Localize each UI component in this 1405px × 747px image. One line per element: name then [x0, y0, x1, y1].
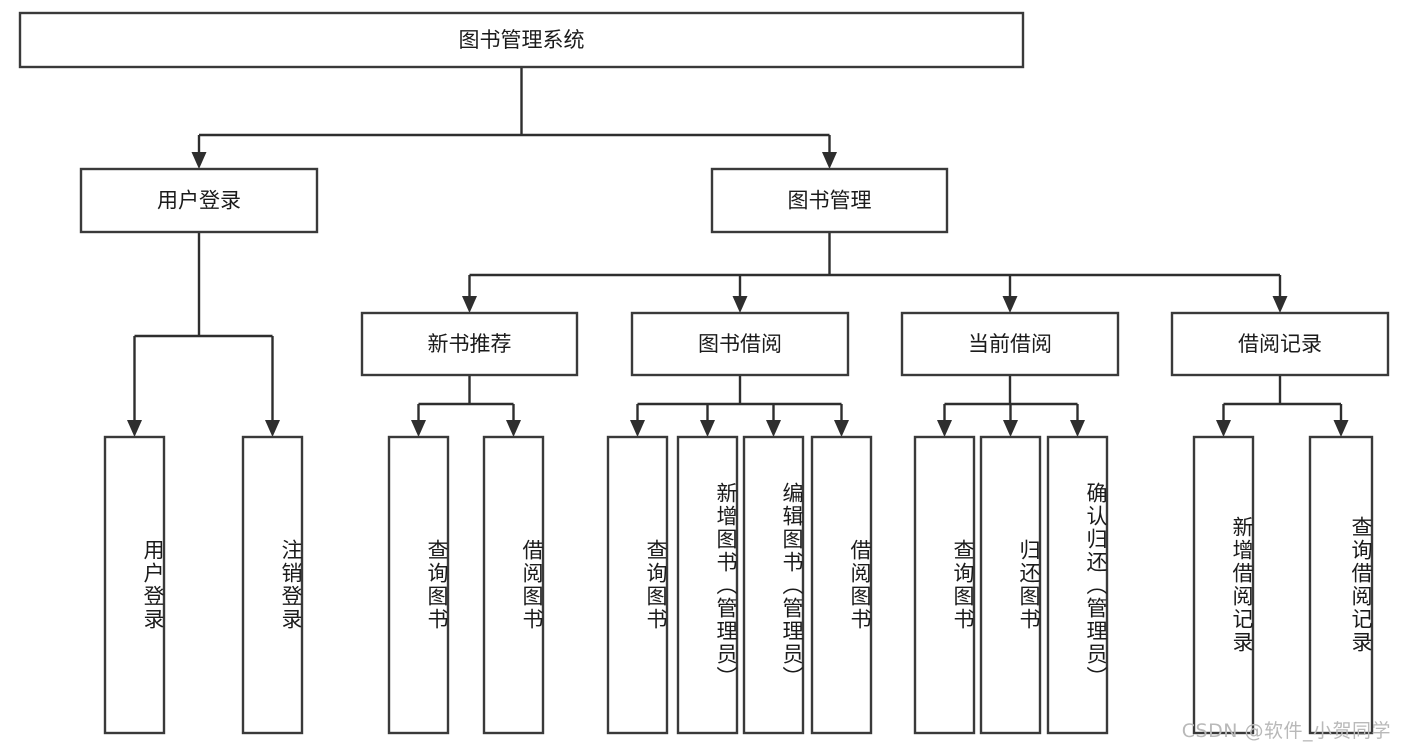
node-root-system[interactable] [18, 11, 1025, 69]
node-current-borrow[interactable] [900, 311, 1120, 377]
connectors-layer [127, 67, 1349, 437]
node-leaf-add-book[interactable] [676, 435, 739, 735]
node-leaf-return-book[interactable] [979, 435, 1042, 735]
node-user-login[interactable] [79, 167, 319, 234]
node-label-new-book-recommend: 新书推荐 [428, 332, 512, 356]
arrow-head-icon [1003, 420, 1018, 437]
node-leaf-query-book-1[interactable] [387, 435, 450, 735]
arrow-head-icon [834, 420, 849, 437]
node-leaf-edit-book[interactable] [742, 435, 805, 735]
node-book-manage[interactable] [710, 167, 949, 234]
node-label-root: 图书管理系统 [459, 28, 585, 52]
node-leaf-add-borrow-record[interactable] [1192, 435, 1255, 735]
node-leaf-borrow-book-1[interactable] [482, 435, 545, 735]
csdn-watermark: CSDN @软件_小贺同学 [1181, 720, 1391, 742]
node-leaf-borrow-book-2[interactable] [810, 435, 873, 735]
arrow-head-icon [411, 420, 426, 437]
node-leaf-query-borrow-record[interactable] [1308, 435, 1374, 735]
node-book-borrow[interactable] [630, 311, 850, 377]
arrow-head-icon [1070, 420, 1085, 437]
node-leaf-logout[interactable] [241, 435, 304, 735]
arrow-head-icon [937, 420, 952, 437]
node-label-book-manage: 图书管理 [788, 189, 872, 213]
node-new-book-recommend[interactable] [360, 311, 579, 377]
node-label-borrow-record: 借阅记录 [1238, 332, 1322, 356]
node-leaf-query-book-2[interactable] [606, 435, 669, 735]
arrow-head-icon [127, 420, 142, 437]
node-leaf-query-book-3[interactable] [913, 435, 976, 735]
node-leaf-user-login[interactable] [103, 435, 166, 735]
arrow-head-icon [1002, 296, 1018, 313]
arrow-head-icon [265, 420, 280, 437]
node-label-book-borrow: 图书借阅 [698, 332, 782, 356]
arrow-head-icon [1216, 420, 1231, 437]
arrow-head-icon [1272, 296, 1288, 313]
arrow-head-icon [506, 420, 521, 437]
node-borrow-record[interactable] [1170, 311, 1390, 377]
arrow-head-icon [700, 420, 715, 437]
arrow-head-icon [191, 152, 207, 169]
arrow-head-icon [766, 420, 781, 437]
arrow-head-icon [630, 420, 645, 437]
node-label-user-login: 用户登录 [157, 189, 241, 213]
node-label-current-borrow: 当前借阅 [968, 332, 1052, 356]
arrow-head-icon [1333, 420, 1349, 437]
arrow-head-icon [732, 296, 748, 313]
boxes-layer [18, 11, 1390, 735]
arrow-head-icon [462, 296, 477, 313]
arrow-head-icon [822, 152, 837, 169]
node-leaf-confirm-return[interactable] [1046, 435, 1109, 735]
